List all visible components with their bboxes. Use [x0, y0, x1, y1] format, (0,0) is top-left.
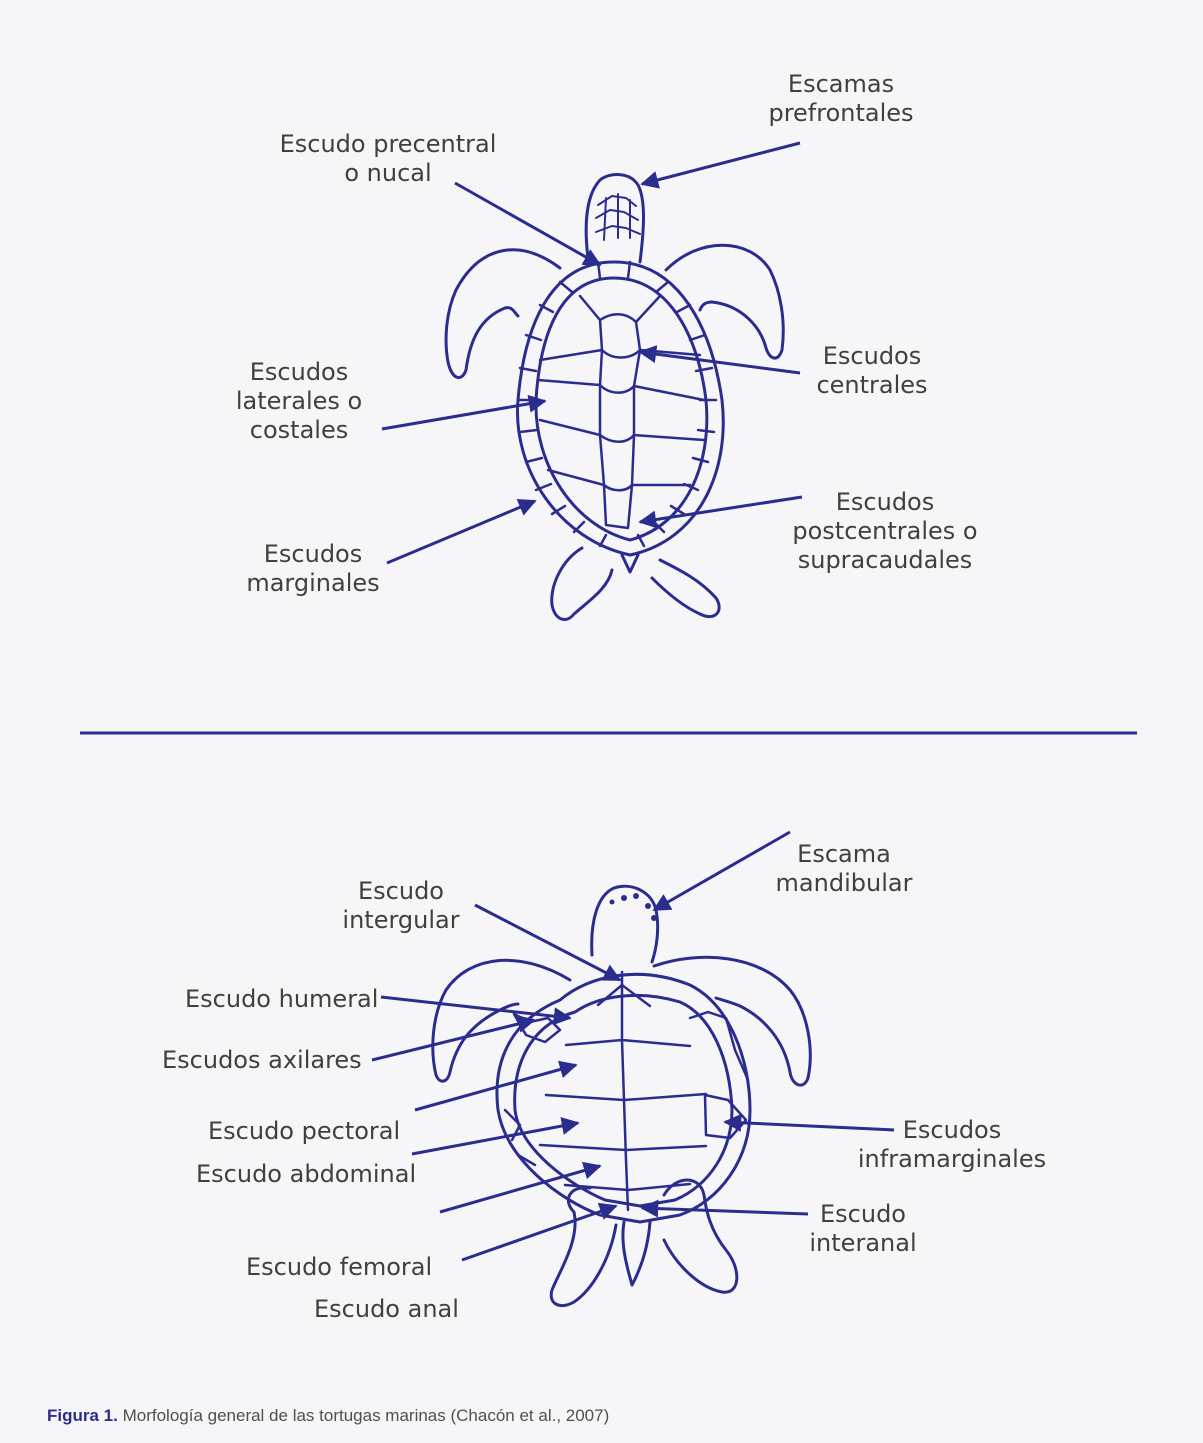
label-line: Escudo	[800, 1200, 926, 1229]
label-escudo-humeral: Escudo humeral	[185, 985, 378, 1014]
ventral-right-rear-flipper	[664, 1180, 737, 1292]
label-escudo-intergular: Escudo intergular	[330, 877, 472, 935]
label-line: Escudo	[330, 877, 472, 906]
label-line: marginales	[236, 569, 390, 598]
leader-abdominal	[412, 1123, 578, 1154]
label-line: supracaudales	[782, 546, 988, 575]
label-line: Escudos	[802, 342, 942, 371]
leader-laterales	[382, 401, 545, 429]
label-escudos-centrales: Escudos centrales	[802, 342, 942, 400]
label-escudo-abdominal: Escudo abdominal	[196, 1160, 416, 1189]
costal-scutes	[538, 296, 704, 485]
label-escudo-femoral: Escudo femoral	[246, 1253, 432, 1282]
label-line: Escamas	[746, 70, 936, 99]
leader-prefrontales	[642, 143, 800, 184]
label-escudo-anal: Escudo anal	[314, 1295, 459, 1324]
figure-caption: Figura 1. Morfología general de las tort…	[47, 1406, 609, 1426]
dorsal-turtle	[446, 175, 783, 620]
label-escudo-interanal: Escudo interanal	[800, 1200, 926, 1258]
label-line: o nucal	[268, 159, 508, 188]
leader-anal	[462, 1206, 616, 1260]
figure-caption-text: Morfología general de las tortugas marin…	[118, 1406, 609, 1425]
label-line: Escudos	[850, 1116, 1054, 1145]
label-escudos-laterales: Escudos laterales o costales	[226, 358, 372, 445]
label-escudo-pectoral: Escudo pectoral	[208, 1117, 400, 1146]
ventral-left-rear-flipper	[551, 1188, 616, 1306]
prefrontal-scales	[596, 194, 640, 240]
label-line: interanal	[800, 1229, 926, 1258]
dorsal-right-rear-flipper	[652, 560, 719, 617]
carapace-outer	[517, 262, 723, 555]
leader-marginales	[387, 501, 535, 563]
dorsal-left-rear-flipper	[552, 548, 612, 620]
label-line: intergular	[330, 906, 472, 935]
label-line: Escudos	[236, 540, 390, 569]
label-line: Escudos	[226, 358, 372, 387]
label-escudo-precentral: Escudo precentral o nucal	[268, 130, 508, 188]
leader-centrales	[640, 352, 800, 373]
label-line: inframarginales	[850, 1145, 1054, 1174]
label-line: costales	[226, 416, 372, 445]
plastron-midline	[622, 972, 628, 1210]
label-escudos-axilares: Escudos axilares	[162, 1046, 362, 1075]
leader-postcentrales	[640, 497, 802, 522]
label-line: mandibular	[766, 869, 922, 898]
label-line: Escudo precentral	[268, 130, 508, 159]
leader-humeral	[381, 997, 570, 1018]
dorsal-right-flipper	[666, 245, 783, 358]
label-line: centrales	[802, 371, 942, 400]
label-escamas-prefrontales: Escamas prefrontales	[746, 70, 936, 128]
ventral-turtle	[433, 886, 810, 1305]
dorsal-tail	[622, 555, 638, 572]
carapace-inner	[536, 278, 707, 540]
leader-interanal	[642, 1208, 808, 1214]
label-line: Escama	[766, 840, 922, 869]
label-escudos-inframarginales: Escudos inframarginales	[850, 1116, 1054, 1174]
figure-number: Figura 1.	[47, 1406, 118, 1425]
label-line: postcentrales o	[782, 517, 988, 546]
label-escama-mandibular: Escama mandibular	[766, 840, 922, 898]
leader-pectoral	[415, 1065, 576, 1110]
dorsal-leaders	[382, 143, 802, 563]
ventral-tail	[623, 1222, 650, 1285]
label-escudos-postcentrales: Escudos postcentrales o supracaudales	[782, 488, 988, 575]
central-scutes	[600, 314, 640, 528]
ventral-right-flipper	[654, 957, 810, 1085]
label-line: Escudos	[782, 488, 988, 517]
label-line: prefrontales	[746, 99, 936, 128]
label-line: laterales o	[226, 387, 372, 416]
label-escudos-marginales: Escudos marginales	[236, 540, 390, 598]
